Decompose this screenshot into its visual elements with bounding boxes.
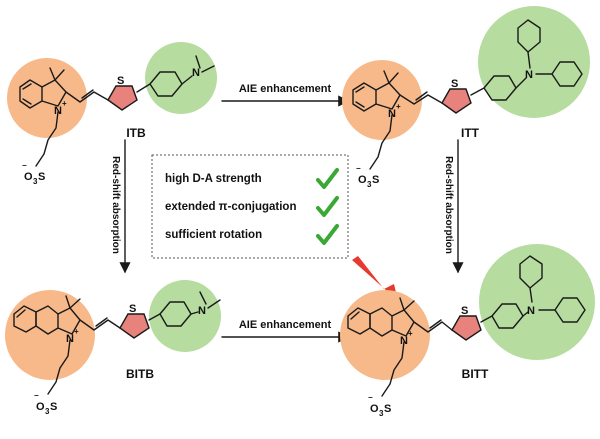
arrow-right: Red-shift absorption [443, 139, 464, 274]
check-icon [316, 196, 339, 217]
sulfonate-s: S [38, 171, 45, 183]
arrow-bottom: AIE enhancement [221, 319, 350, 343]
sulfonate-minus: − [22, 161, 27, 170]
sulfonate-s: S [50, 401, 57, 413]
molecule-label-itb: ITB [126, 126, 146, 140]
molecule-bitb: N + S N O 3 S − BITB [5, 280, 221, 416]
atom-plus: + [62, 99, 67, 108]
sulfonate-minus: − [356, 164, 361, 173]
atom-nitrogen: N [525, 69, 533, 81]
arrow-left: Red-shift absorption [110, 139, 131, 274]
sulfonate-minus: − [368, 393, 373, 402]
sulfonate-o3: O [36, 401, 45, 413]
atom-nitrogen: N [66, 333, 74, 345]
atom-plus: + [74, 327, 79, 336]
sulfonate-sub: 3 [45, 407, 50, 416]
feature-label-3: sufficient rotation [165, 229, 262, 241]
molecule-bitt: N + S N O 3 S − BITT [340, 244, 595, 418]
arrow-bottom-label: AIE enhancement [239, 319, 332, 331]
atom-nitrogen: N [527, 305, 535, 317]
sulfonate-s: S [372, 174, 379, 186]
sulfonate-o3: O [24, 171, 33, 183]
feature-label-1: high D-A strength [165, 173, 262, 185]
sulfonate-o3: O [370, 403, 379, 415]
atom-nitrogen: N [54, 105, 62, 117]
feature-box: high D-A strength extended π-conjugation… [151, 154, 349, 259]
sulfonate-s: S [384, 403, 391, 415]
molecule-itb: N + S N O 3 S − ITB [7, 42, 217, 186]
atom-nitrogen: N [198, 305, 206, 317]
atom-sulfur: S [451, 78, 458, 90]
atom-nitrogen: N [192, 67, 200, 79]
molecule-itt: N + S N O 3 S − ITT [342, 6, 590, 189]
donor-circle [149, 280, 221, 352]
atom-sulfur: S [117, 75, 124, 87]
atom-plus: + [396, 102, 401, 111]
molecule-label-bitt: BITT [462, 367, 489, 381]
molecule-label-itt: ITT [461, 126, 480, 140]
sulfonate-o3: O [358, 174, 367, 186]
acceptor-circle [5, 290, 95, 380]
atom-nitrogen: N [400, 335, 408, 347]
feature-box-border [151, 154, 349, 259]
sulfonate-minus: − [34, 391, 39, 400]
atom-plus: + [408, 329, 413, 338]
sulfonate-sub: 3 [33, 177, 38, 186]
atom-sulfur: S [461, 305, 468, 317]
acceptor-circle [342, 60, 422, 140]
donor-circle [479, 244, 595, 360]
arrow-right-label: Red-shift absorption [443, 156, 454, 254]
sulfonate-sub: 3 [367, 180, 372, 189]
arrow-top-label: AIE enhancement [239, 83, 332, 95]
acceptor-circle [7, 58, 87, 138]
arrow-left-label: Red-shift absorption [110, 156, 121, 254]
check-icon [316, 224, 339, 245]
donor-circle [478, 6, 590, 118]
molecule-label-bitb: BITB [126, 367, 154, 381]
atom-nitrogen: N [388, 108, 396, 120]
feature-label-2: extended π-conjugation [165, 201, 296, 213]
arrow-top: AIE enhancement [221, 83, 350, 107]
atom-sulfur: S [129, 303, 136, 315]
check-icon [316, 168, 339, 189]
sulfonate-sub: 3 [379, 409, 384, 418]
